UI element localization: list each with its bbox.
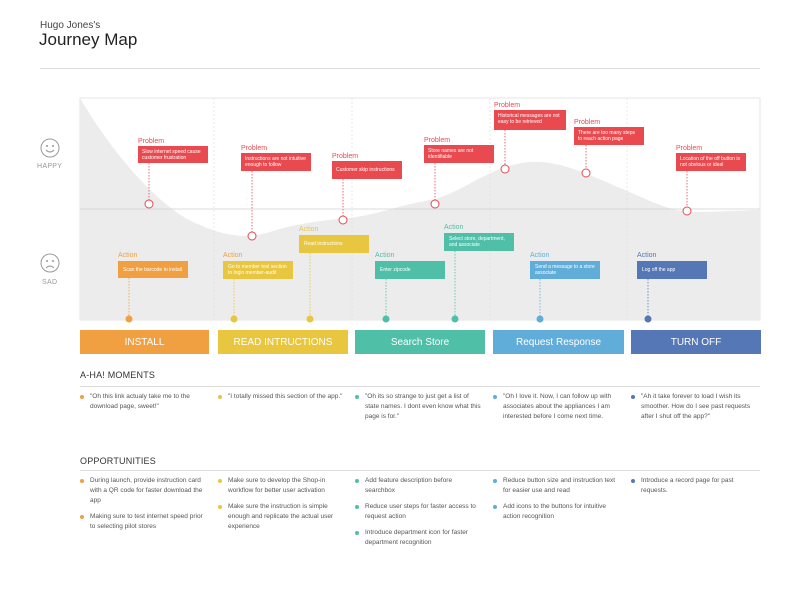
opportunity-item: Introduce department icon for faster dep… bbox=[355, 528, 483, 548]
problem-callout: There are too many steps to reach action… bbox=[574, 127, 644, 145]
opportunities-column: Make sure to develop the Shop-in workflo… bbox=[218, 476, 346, 538]
opportunities-heading: OPPORTUNITIES bbox=[80, 456, 156, 466]
aha-divider bbox=[80, 386, 760, 387]
action-callout: Log off the app bbox=[637, 261, 707, 279]
happy-face-icon bbox=[40, 138, 60, 158]
stage-request-response[interactable]: Request Response bbox=[493, 330, 624, 354]
opportunity-item: Add feature description before searchbox bbox=[355, 476, 483, 496]
bullet-icon bbox=[80, 515, 84, 519]
aha-item: "I totally missed this section of the ap… bbox=[218, 392, 346, 402]
action-label: Action bbox=[375, 252, 395, 259]
aha-column: "Oh I love it. Now, I can follow up with… bbox=[493, 392, 621, 428]
aha-column: "Oh this link actualy take me to the dow… bbox=[80, 392, 208, 418]
bullet-icon bbox=[493, 479, 497, 483]
action-marker bbox=[125, 315, 133, 323]
bullet-icon bbox=[355, 395, 359, 399]
problem-marker bbox=[430, 199, 440, 209]
aha-item: "Ah it take forever to load I wish its s… bbox=[631, 392, 759, 422]
opportunity-item: Making sure to test internet speed prior… bbox=[80, 512, 208, 532]
stage-read-instructions[interactable]: READ INTRUCTIONS bbox=[218, 330, 348, 354]
problem-callout: Slow internet speed cause customer frust… bbox=[138, 146, 208, 163]
action-marker bbox=[306, 315, 314, 323]
bullet-icon bbox=[631, 395, 635, 399]
action-marker bbox=[230, 315, 238, 323]
stage-turn-off[interactable]: TURN OFF bbox=[631, 330, 761, 354]
problem-callout: Store names are not identifiable bbox=[424, 145, 494, 163]
bullet-icon bbox=[493, 395, 497, 399]
bullet-icon bbox=[493, 505, 497, 509]
problem-label: Problem bbox=[138, 138, 165, 145]
action-label: Action bbox=[637, 252, 657, 259]
aha-column: "Oh its so strange to just get a list of… bbox=[355, 392, 483, 428]
action-label: Action bbox=[444, 224, 464, 231]
problem-marker bbox=[247, 231, 257, 241]
problem-label: Problem bbox=[332, 153, 359, 160]
opportunities-column: Introduce a record page for past request… bbox=[631, 476, 759, 502]
sad-label: SAD bbox=[42, 279, 58, 286]
action-callout: Enter zipcode bbox=[375, 261, 445, 279]
aha-item: "Oh its so strange to just get a list of… bbox=[355, 392, 483, 422]
bullet-icon bbox=[80, 395, 84, 399]
journey-owner: Hugo Jones's bbox=[40, 20, 101, 31]
aha-heading: A-HA! MOMENTS bbox=[80, 370, 156, 380]
action-marker bbox=[644, 315, 652, 323]
action-marker bbox=[382, 315, 390, 323]
bullet-icon bbox=[631, 479, 635, 483]
bullet-icon bbox=[355, 505, 359, 509]
action-callout: Scan the barcode to install bbox=[118, 261, 188, 278]
bullet-icon bbox=[80, 479, 84, 483]
action-label: Action bbox=[299, 226, 319, 233]
aha-item: "Oh I love it. Now, I can follow up with… bbox=[493, 392, 621, 422]
happy-label: HAPPY bbox=[37, 163, 63, 170]
action-label: Action bbox=[118, 252, 138, 259]
aha-item: "Oh this link actualy take me to the dow… bbox=[80, 392, 208, 412]
problem-callout: Historical messages are not easy to be r… bbox=[494, 110, 566, 130]
problem-callout: Instructions are not intuitive enough to… bbox=[241, 153, 311, 171]
bullet-icon bbox=[218, 395, 222, 399]
problem-label: Problem bbox=[574, 119, 601, 126]
action-callout: Go to member tool section to login membe… bbox=[223, 261, 293, 279]
action-callout: Send a message to a store associate bbox=[530, 261, 600, 279]
bullet-icon bbox=[218, 479, 222, 483]
opportunity-item: Make sure the instruction is simple enou… bbox=[218, 502, 346, 532]
opportunities-column: During launch, provide instruction card … bbox=[80, 476, 208, 538]
problem-label: Problem bbox=[241, 145, 268, 152]
opportunity-item: Reduce user steps for faster access to r… bbox=[355, 502, 483, 522]
bullet-icon bbox=[218, 505, 222, 509]
stage-install[interactable]: INSTALL bbox=[80, 330, 209, 354]
problem-callout: Location of the off button is not obviou… bbox=[676, 153, 746, 171]
opportunities-column: Add feature description before searchbox… bbox=[355, 476, 483, 554]
opportunity-item: Add icons to the buttons for intuitive a… bbox=[493, 502, 621, 522]
page-title: Journey Map bbox=[39, 30, 138, 49]
opportunities-divider bbox=[80, 470, 760, 471]
sad-face-icon bbox=[40, 253, 60, 273]
aha-column: "Ah it take forever to load I wish its s… bbox=[631, 392, 759, 428]
action-marker bbox=[536, 315, 544, 323]
opportunity-item: Reduce button size and instruction text … bbox=[493, 476, 621, 496]
action-marker bbox=[451, 315, 459, 323]
opportunity-item: Make sure to develop the Shop-in workflo… bbox=[218, 476, 346, 496]
problem-label: Problem bbox=[676, 145, 703, 152]
problem-callout: Customer skip instructions bbox=[332, 161, 402, 179]
action-label: Action bbox=[530, 252, 550, 259]
aha-column: "I totally missed this section of the ap… bbox=[218, 392, 346, 408]
bullet-icon bbox=[355, 479, 359, 483]
bullet-icon bbox=[355, 531, 359, 535]
problem-marker bbox=[682, 206, 692, 216]
stage-search-store[interactable]: Search Store bbox=[355, 330, 485, 354]
opportunity-item: During launch, provide instruction card … bbox=[80, 476, 208, 506]
action-label: Action bbox=[223, 252, 243, 259]
problem-label: Problem bbox=[424, 137, 451, 144]
problem-marker bbox=[338, 215, 348, 225]
action-callout: Select store, department, and associate bbox=[444, 233, 514, 251]
problem-label: Problem bbox=[494, 102, 521, 109]
header-divider bbox=[40, 68, 760, 69]
problem-marker bbox=[581, 168, 591, 178]
opportunities-column: Reduce button size and instruction text … bbox=[493, 476, 621, 528]
problem-marker bbox=[500, 164, 510, 174]
opportunity-item: Introduce a record page for past request… bbox=[631, 476, 759, 496]
problem-marker bbox=[144, 199, 154, 209]
action-callout: Read instructions bbox=[299, 235, 369, 253]
